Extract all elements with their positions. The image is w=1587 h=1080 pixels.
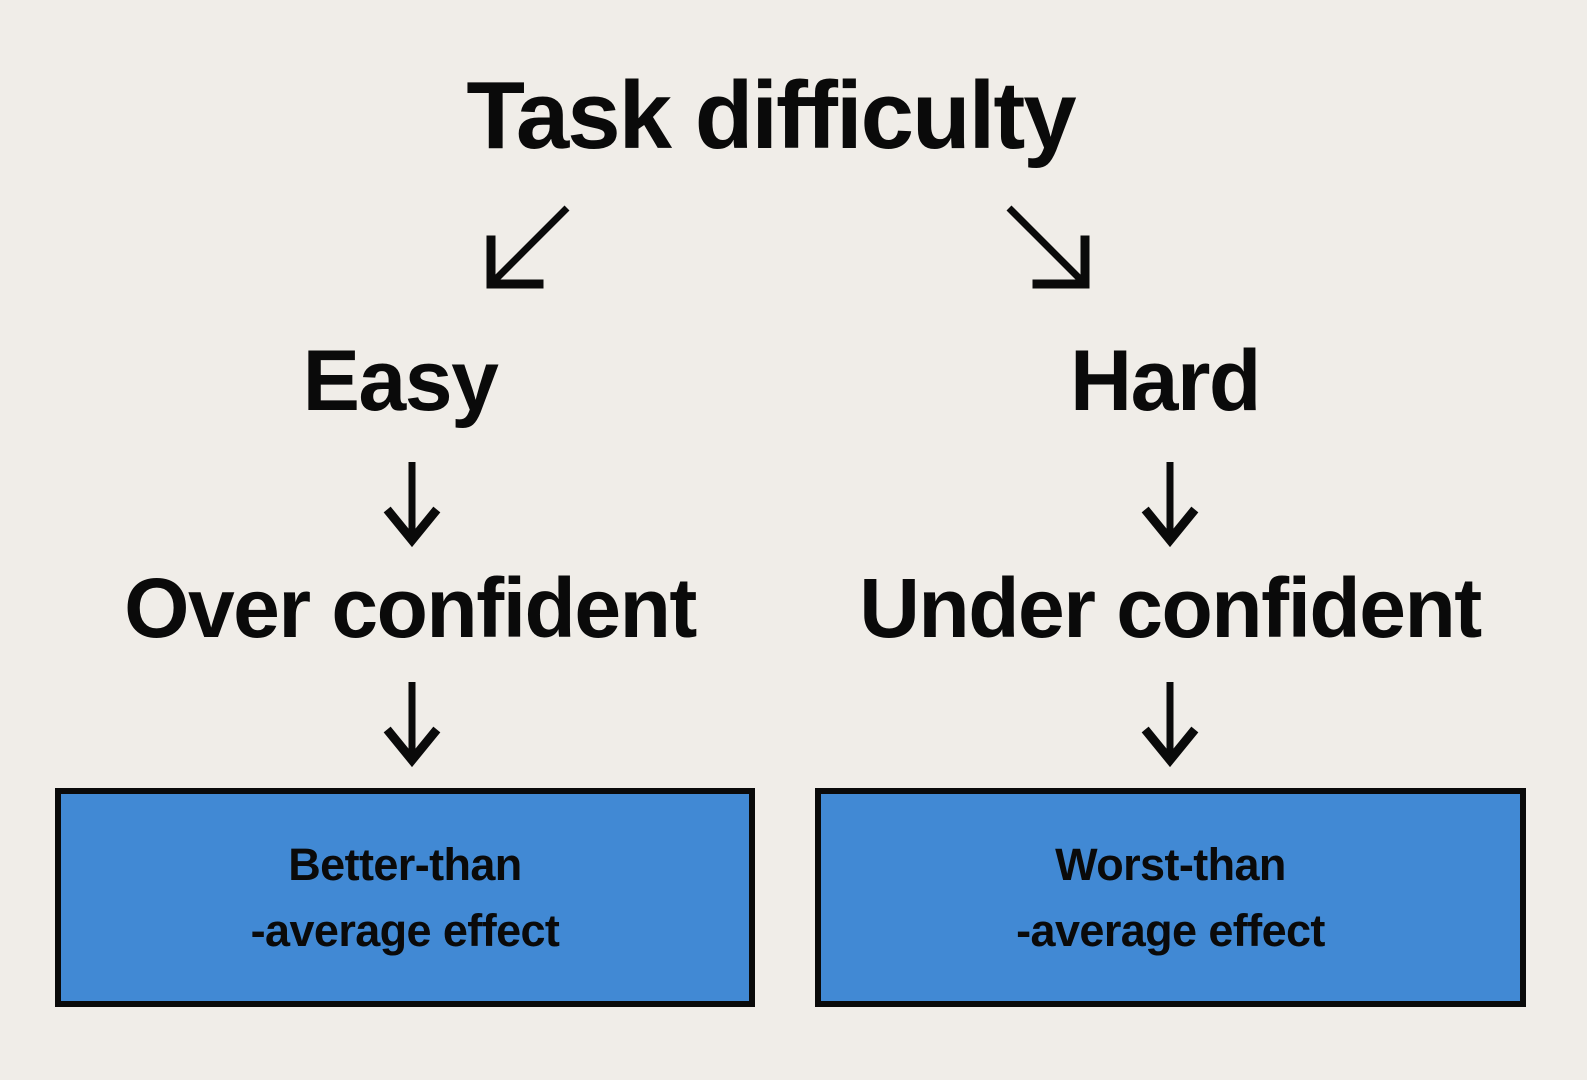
diagram-title-text: Task difficulty <box>466 62 1076 169</box>
confidence-label-under: Under confident <box>859 561 1482 655</box>
outcome-box-worst-than-average: Worst-than -average effect <box>815 788 1526 1007</box>
difficulty-label-hard: Hard <box>1070 333 1261 429</box>
difficulty-label-easy: Easy <box>302 333 499 429</box>
arrow-down-left-icon <box>455 200 575 310</box>
diagram-title: Task difficulty <box>0 68 1587 164</box>
arrow-down-icon <box>1140 458 1200 548</box>
arrow-down-icon <box>382 678 442 768</box>
arrow-down-icon <box>1140 678 1200 768</box>
outcome-line-2: -average effect <box>1016 904 1325 956</box>
arrow-down-right-icon <box>995 200 1115 310</box>
outcome-line-2: -average effect <box>250 904 560 956</box>
confidence-label-over: Over confident <box>124 561 697 655</box>
outcome-line-1: Worst-than <box>1055 839 1286 891</box>
outcome-box-better-than-average: Better-than -average effect <box>55 788 755 1007</box>
arrow-down-icon <box>382 458 442 548</box>
outcome-line-1: Better-than <box>288 839 522 891</box>
